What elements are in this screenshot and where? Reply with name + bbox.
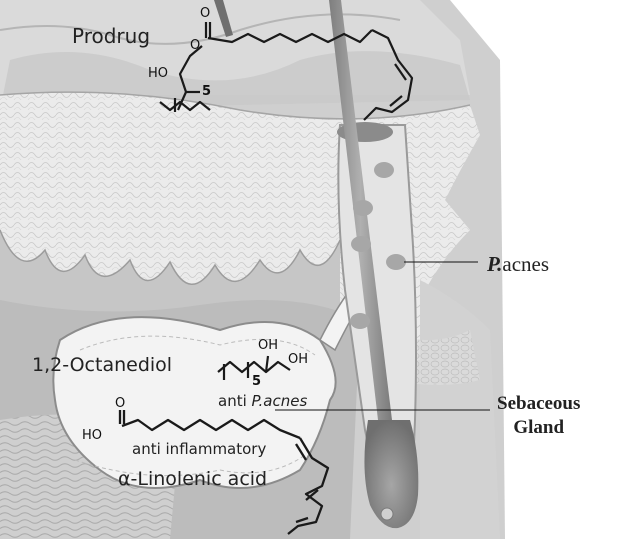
- pacnes-label: P.acnes: [487, 252, 549, 277]
- bacterium: [350, 313, 370, 329]
- prodrug-ho: HO: [148, 66, 169, 81]
- linolenic-o: O: [115, 396, 126, 411]
- bacterium: [374, 162, 394, 178]
- prodrug-structure: [159, 22, 414, 121]
- sebaceous-label-line1: Sebaceous: [497, 393, 581, 414]
- octanediol-structure: [217, 355, 291, 380]
- anti-pacnes-italic: P.acnes: [251, 392, 308, 410]
- sebaceous-gland: [52, 288, 363, 489]
- octanediol-label: 1,2-Octanediol: [32, 354, 173, 376]
- linolenic-label: α-Linolenic acid: [118, 468, 268, 490]
- pacnes-label-italic: P.: [487, 252, 503, 276]
- linolenic-ho: HO: [82, 428, 103, 443]
- anti-pacnes-prefix: anti: [218, 392, 252, 410]
- linolenic-structure: [118, 410, 330, 535]
- bacterium: [386, 254, 406, 270]
- bacteria-group: [350, 162, 406, 329]
- anti-inflammatory-label: anti inflammatory: [132, 440, 267, 458]
- octanediol-subscript: 5: [252, 374, 262, 389]
- anti-pacnes-label: anti P.acnes: [218, 392, 307, 410]
- octanediol-oh1: OH: [258, 338, 279, 353]
- bacterium: [351, 236, 371, 252]
- octanediol-oh2: OH: [288, 352, 309, 367]
- prodrug-carbonyl-o: O: [200, 6, 211, 21]
- prodrug-subscript: 5: [202, 84, 212, 99]
- pacnes-label-rest: acnes: [502, 252, 550, 276]
- bacterium: [353, 200, 373, 216]
- prodrug-label: Prodrug: [72, 24, 151, 48]
- sebaceous-label-line2: Gland: [513, 417, 565, 438]
- sebaceous-label: Sebaceous Gland: [497, 392, 580, 440]
- prodrug-ester-o: O: [190, 38, 201, 53]
